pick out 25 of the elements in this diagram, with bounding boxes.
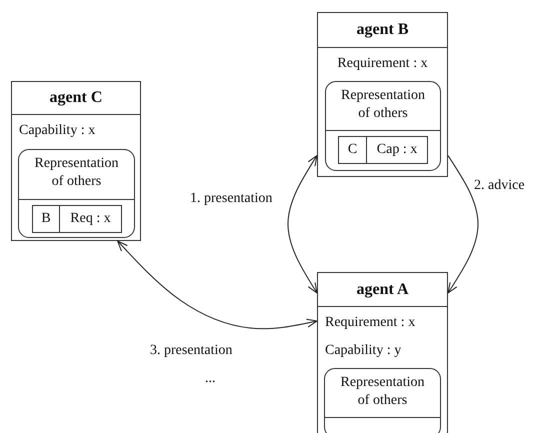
agent-box [317, 12, 448, 177]
agent-box [317, 272, 448, 433]
attribute-text: Capability : y [325, 343, 402, 359]
section-heading: Representation of others [34, 155, 120, 191]
section-heading: Representation of others [340, 374, 426, 410]
arrow [117, 240, 318, 330]
arrow [448, 155, 478, 294]
table-cell: Cap : x [366, 136, 428, 164]
representation-box [324, 368, 441, 433]
attribute-text: Requirement : x [336, 56, 429, 72]
attribute-text: Capability : x [19, 123, 96, 139]
representation-box [18, 149, 135, 238]
edge-label: 3. presentation [150, 343, 232, 359]
attribute-text: Requirement : x [325, 315, 416, 331]
arrow [288, 155, 318, 294]
agent-name: agent A [356, 280, 410, 298]
agent-box [11, 81, 141, 241]
agent-name: agent C [48, 89, 104, 107]
table-cell: B [32, 205, 60, 233]
representation-box [325, 81, 441, 171]
table-cell: Req : x [59, 205, 122, 233]
edge-label: 1. presentation [190, 191, 272, 207]
agent-name: agent B [356, 21, 410, 39]
section-heading: Representation of others [340, 87, 426, 123]
table-cell: C [338, 136, 367, 164]
